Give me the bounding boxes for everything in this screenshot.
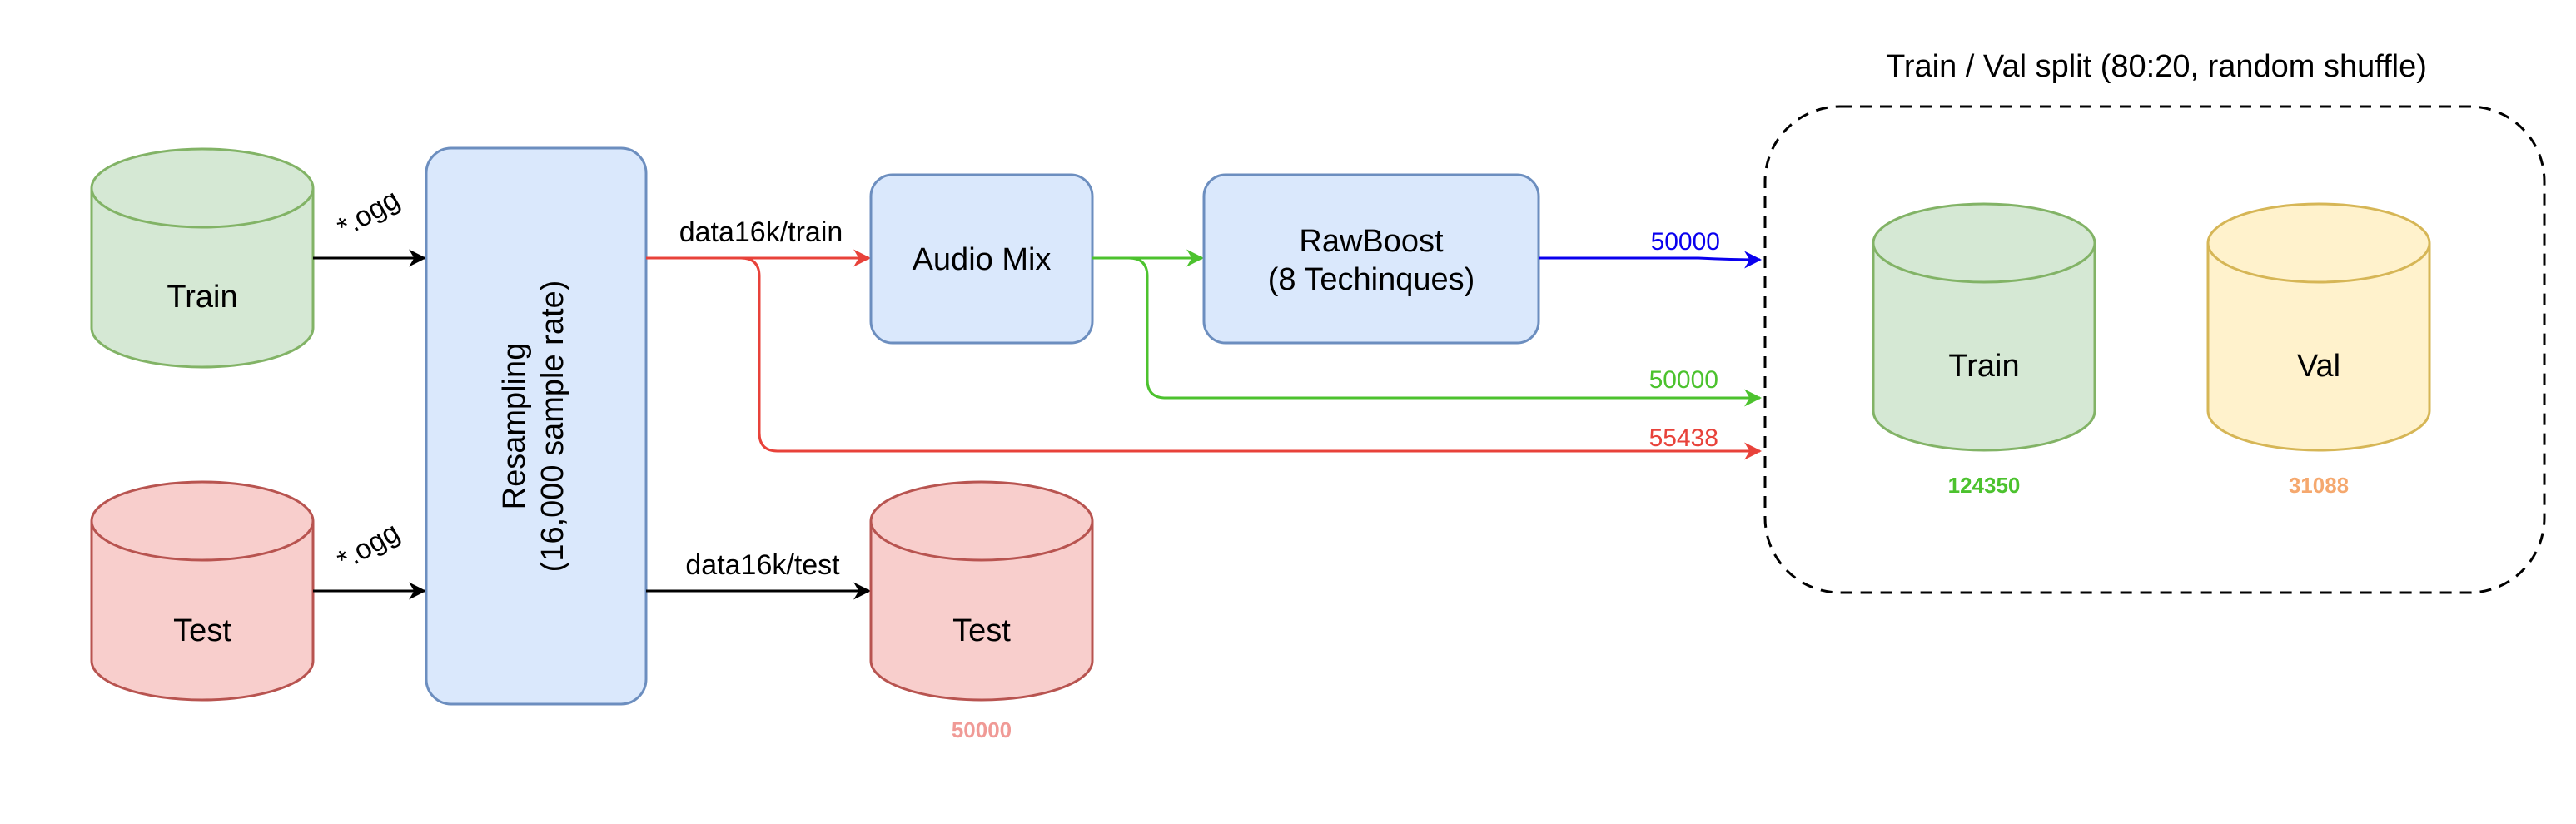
split-title: Train / Val split (80:20, random shuffle… — [1886, 49, 2427, 84]
edge-resampling-to-split — [646, 256, 1763, 460]
edge-count-audiomix: 50000 — [1649, 366, 1718, 394]
resampling-label-2: (16,000 sample rate) — [535, 280, 570, 573]
edge-count-rawboost: 50000 — [1651, 228, 1720, 256]
test-output-label: Test — [952, 613, 1011, 648]
audio-mix-box: Audio Mix — [869, 173, 1094, 345]
edge-label-test-path: data16k/test — [685, 549, 840, 581]
split-val-cylinder: Val — [2206, 202, 2431, 452]
ogg-label-train: *.ogg — [332, 183, 405, 244]
edge-count-direct: 55438 — [1649, 424, 1718, 452]
test-output-cylinder: Test — [869, 480, 1094, 702]
edge-audiomix-to-split — [1092, 256, 1763, 407]
resampling-box: Resampling (16,000 sample rate) — [425, 146, 648, 706]
rawboost-label-2: (8 Techinques) — [1268, 262, 1475, 297]
train-source-label: Train — [167, 280, 237, 315]
test-source-cylinder: Test — [90, 480, 315, 702]
test-output-count: 50000 — [952, 717, 1012, 742]
audio-mix-label: Audio Mix — [913, 242, 1052, 277]
resampling-label-1: Resampling — [497, 343, 532, 510]
split-train-label: Train — [1948, 349, 2019, 384]
rawboost-box: RawBoost (8 Techinques) — [1202, 173, 1540, 345]
ogg-label-test: *.ogg — [332, 516, 405, 577]
split-val-label: Val — [2297, 349, 2340, 384]
rawboost-label-1: RawBoost — [1299, 224, 1444, 259]
split-val-count: 31088 — [2289, 473, 2349, 498]
test-source-label: Test — [173, 613, 231, 648]
train-source-cylinder: Train — [90, 147, 315, 369]
split-train-cylinder: Train — [1872, 202, 2096, 452]
split-train-count: 124350 — [1948, 473, 2021, 498]
edge-rawboost-to-split — [1539, 251, 1763, 269]
edge-label-train-path: data16k/train — [679, 216, 843, 248]
